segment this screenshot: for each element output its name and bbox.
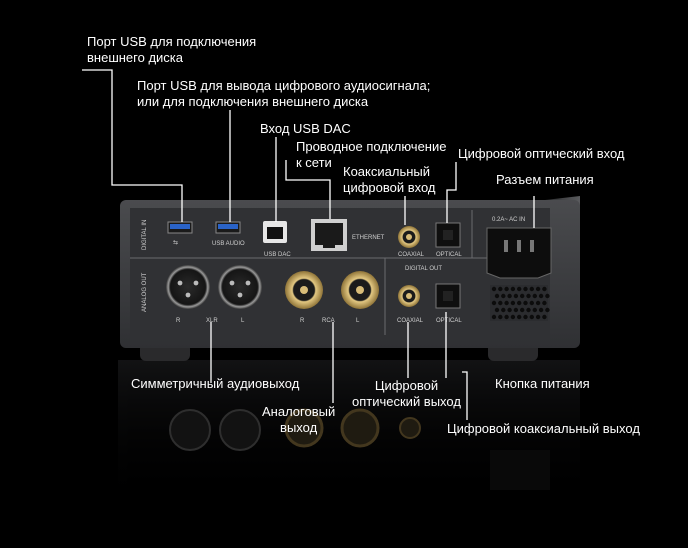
coaxial-in-label: COAXIAL	[398, 252, 425, 258]
vent-hole	[491, 314, 497, 320]
reflection	[118, 360, 580, 510]
vent-hole	[517, 314, 522, 320]
usb-dac-label: USB DAC	[264, 252, 291, 258]
callout-ethernet: Проводное подключение к сети	[296, 139, 447, 170]
vent-hole	[494, 307, 500, 313]
optical-out-port[interactable]: OPTICAL	[435, 283, 462, 324]
vent-hole	[498, 300, 503, 306]
ethernet-port[interactable]: ETHERNET	[311, 219, 385, 251]
vent-hole	[542, 314, 547, 320]
vent-hole	[513, 307, 519, 313]
vent-hole	[523, 300, 528, 306]
callout-lines	[82, 69, 535, 420]
callout-analog-out: Аналоговый выход	[262, 404, 336, 435]
vent-hole	[523, 314, 528, 320]
vent-hole	[507, 307, 512, 313]
optical-out-label: OPTICAL	[436, 318, 462, 324]
xlr-r-label: R	[176, 318, 181, 324]
usb-audio-label: USB AUDIO	[212, 241, 245, 247]
vent-hole	[520, 293, 525, 299]
callout-power-button: Кнопка питания	[495, 376, 590, 391]
vent-grid	[490, 285, 550, 321]
xlr-label: XLR	[206, 318, 218, 324]
xlr-left-port[interactable]	[218, 265, 262, 309]
vent-hole	[529, 314, 534, 320]
vent-hole	[526, 307, 531, 313]
callout-coax-in: Коаксиальный цифровой вход	[343, 164, 436, 195]
callout-xlr-out: Симметричный аудиовыход	[131, 376, 300, 391]
vent-hole	[529, 300, 534, 306]
coaxial-in-port[interactable]: COAXIAL	[398, 226, 425, 258]
optical-in-label: OPTICAL	[436, 252, 462, 258]
xlr-l-label: L	[241, 318, 245, 324]
vent-hole	[498, 314, 503, 320]
vent-hole	[510, 300, 516, 306]
analog-out-label: ANALOG OUT	[142, 272, 148, 312]
vent-hole	[510, 314, 516, 320]
vent-hole	[532, 307, 537, 313]
vent-hole	[535, 300, 541, 306]
power-rating-label: 0.2A~ AC IN	[492, 217, 525, 223]
vent-hole	[507, 293, 512, 299]
callout-coax-out: Цифровой коаксиальный выход	[447, 421, 640, 436]
callout-usb-audio: Порт USB для вывода цифрового аудиосигна…	[137, 78, 431, 109]
coaxial-out-label: COAXIAL	[397, 318, 424, 324]
rca-r-label: R	[300, 318, 305, 324]
vent-hole	[529, 286, 534, 292]
vent-hole	[520, 307, 525, 313]
vent-hole	[501, 293, 506, 299]
vent-hole	[535, 286, 541, 292]
vent-hole	[545, 293, 550, 299]
usb-audio-port[interactable]: USB AUDIO	[212, 221, 245, 247]
vent-hole	[535, 314, 541, 320]
vent-hole	[532, 293, 537, 299]
vent-hole	[498, 286, 503, 292]
vent-hole	[545, 307, 550, 313]
vent-hole	[526, 293, 531, 299]
usb-disk-port[interactable]: ⇆	[167, 221, 193, 246]
vent-hole	[504, 300, 509, 306]
svg-text:⇆: ⇆	[173, 239, 178, 246]
vent-hole	[523, 286, 528, 292]
usb-dac-port[interactable]: USB DAC	[263, 221, 291, 258]
callout-optical-in: Цифровой оптический вход	[458, 146, 625, 161]
vent-hole	[517, 286, 522, 292]
vent-hole	[501, 307, 506, 313]
vent-hole	[542, 286, 547, 292]
callout-usb-disk: Порт USB для подключения внешнего диска	[87, 34, 257, 65]
rca-left-port[interactable]	[341, 271, 379, 309]
vent-hole	[491, 286, 497, 292]
vent-hole	[538, 307, 544, 313]
digital-in-label: DIGITAL IN	[142, 220, 148, 250]
vent-hole	[538, 293, 544, 299]
vent-hole	[504, 286, 509, 292]
optical-in-port[interactable]: OPTICAL	[435, 222, 462, 258]
coaxial-out-port[interactable]: COAXIAL	[397, 285, 424, 324]
ethernet-label: ETHERNET	[352, 235, 385, 241]
rca-right-port[interactable]	[285, 271, 323, 309]
vent-hole	[504, 314, 509, 320]
vent-hole	[542, 300, 547, 306]
vent-hole	[510, 286, 516, 292]
vent-hole	[494, 293, 500, 299]
digital-out-label: DIGITAL OUT	[405, 266, 442, 272]
vent-hole	[517, 300, 522, 306]
callout-optical-out: Цифровой оптический выход	[352, 378, 461, 409]
callout-usb-dac: Вход USB DAC	[260, 121, 351, 136]
callout-power-socket: Разъем питания	[496, 172, 594, 187]
power-socket[interactable]: 0.2A~ AC IN	[486, 217, 552, 279]
xlr-right-port[interactable]	[166, 265, 210, 309]
vent-hole	[513, 293, 519, 299]
vent-hole	[491, 300, 497, 306]
rca-label: RCA	[322, 318, 335, 324]
rca-l-label: L	[356, 318, 360, 324]
